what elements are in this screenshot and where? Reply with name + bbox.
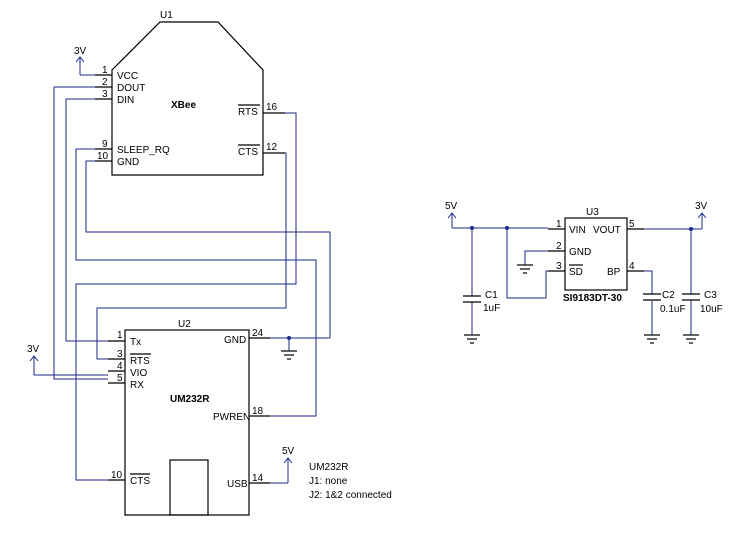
cap-c1: C1 1uF <box>463 228 500 344</box>
u1-pin9-label: SLEEP_RQ <box>117 145 170 156</box>
u1-pin16-label: RTS <box>238 107 258 118</box>
c3-ref: C3 <box>704 290 717 301</box>
u1-name: XBee <box>171 100 196 111</box>
rail-5v-reg-label: 5V <box>445 201 458 212</box>
note-line3: J2: 1&2 connected <box>309 490 392 501</box>
u2-pin4-num: 4 <box>117 361 123 372</box>
c3-value: 10uF <box>700 304 723 315</box>
rail-5v-um232: 5V <box>270 446 295 484</box>
gnd-um232 <box>270 336 330 360</box>
u1-pin3-num: 3 <box>102 89 108 100</box>
rail-3v-reg: 3V <box>644 201 708 231</box>
rail-3v-um232: 3V <box>27 344 108 376</box>
u2-pin14-num: 14 <box>252 473 264 484</box>
wires-xbee-um232 <box>53 86 331 481</box>
u2-pin3-num: 3 <box>117 349 123 360</box>
u2-pin5-num: 5 <box>117 373 123 384</box>
u2-pin1-label: Tx <box>130 337 141 348</box>
u1-pin2-label: DOUT <box>117 83 145 94</box>
rail-3v-um232-label: 3V <box>27 344 40 355</box>
u2-pin18-num: 18 <box>252 406 264 417</box>
u2-pin5-label: RX <box>130 380 144 391</box>
u3-pin4-num: 4 <box>629 261 635 272</box>
u1-body <box>111 21 264 176</box>
u1-pin10-label: GND <box>117 157 139 168</box>
u1-pin9-num: 9 <box>102 139 108 150</box>
u2-pin24-num: 24 <box>252 328 264 339</box>
u3-pin1-label: VIN <box>569 225 586 236</box>
c2-value: 0.1uF <box>660 304 686 315</box>
u3-regulator: U3 SI9183DT-30 1 VIN 2 GND 3 SD 5 VOUT 4… <box>548 207 644 304</box>
u2-pin1-num: 1 <box>117 330 123 341</box>
u2-pin24-label: GND <box>224 335 246 346</box>
rail-3v-reg-label: 3V <box>695 201 708 212</box>
u3-pin4-label: BP <box>607 267 621 278</box>
c1-ref: C1 <box>485 290 498 301</box>
u2-pin4-label: VIO <box>130 368 147 379</box>
c2-ref: C2 <box>662 290 675 301</box>
u3-pin3-num: 3 <box>556 261 562 272</box>
um232-note: UM232R J1: none J2: 1&2 connected <box>309 462 392 501</box>
u3-pin3-label: SD <box>569 267 583 278</box>
u1-pin16-num: 16 <box>266 102 278 113</box>
u3-body <box>564 217 628 291</box>
cap-c3: C3 10uF <box>682 229 723 344</box>
u2-um232r: U2 UM232R 1 Tx 3 RTS 4 VIO 5 RX 10 CTS 2… <box>108 319 270 516</box>
u2-pin10-num: 10 <box>111 470 123 481</box>
u3-pin1-num: 1 <box>556 219 562 230</box>
rail-5v-um232-label: 5V <box>282 446 295 457</box>
u3-pin5-num: 5 <box>629 219 635 230</box>
u2-name: UM232R <box>170 394 210 405</box>
u1-pin1-num: 1 <box>102 65 108 76</box>
rail-3v-xbee: 3V <box>74 46 95 76</box>
u2-usb-connector <box>169 459 209 516</box>
rail-3v-xbee-label: 3V <box>74 46 87 57</box>
cap-c2: C2 0.1uF <box>643 270 686 344</box>
u1-pin12-label: CTS <box>238 147 258 158</box>
u3-ref: U3 <box>586 207 599 218</box>
note-line2: J1: none <box>309 476 348 487</box>
u3-pin2-label: GND <box>569 247 591 258</box>
u1-xbee: U1 XBee 1 VCC 2 DOUT 3 DIN 9 SLEEP_RQ 10… <box>95 10 285 176</box>
u1-pin12-num: 12 <box>266 142 278 153</box>
u2-pin14-label: USB <box>227 479 248 490</box>
u3-pin2-num: 2 <box>556 241 562 252</box>
note-line1: UM232R <box>309 462 348 473</box>
rail-5v-reg: 5V <box>445 201 548 299</box>
u2-pin3-label: RTS <box>130 356 150 367</box>
u3-name: SI9183DT-30 <box>563 293 622 304</box>
c1-value: 1uF <box>483 303 500 314</box>
u2-pin10-label: CTS <box>130 476 150 487</box>
u1-pin10-num: 10 <box>97 151 109 162</box>
u2-ref: U2 <box>178 319 191 330</box>
u3-pin5-label: VOUT <box>593 225 621 236</box>
u1-pin2-num: 2 <box>102 77 108 88</box>
u2-pin18-label: PWREN <box>213 412 250 423</box>
u1-ref: U1 <box>160 10 173 21</box>
u1-pin1-label: VCC <box>117 71 138 82</box>
u1-pin3-label: DIN <box>117 95 134 106</box>
